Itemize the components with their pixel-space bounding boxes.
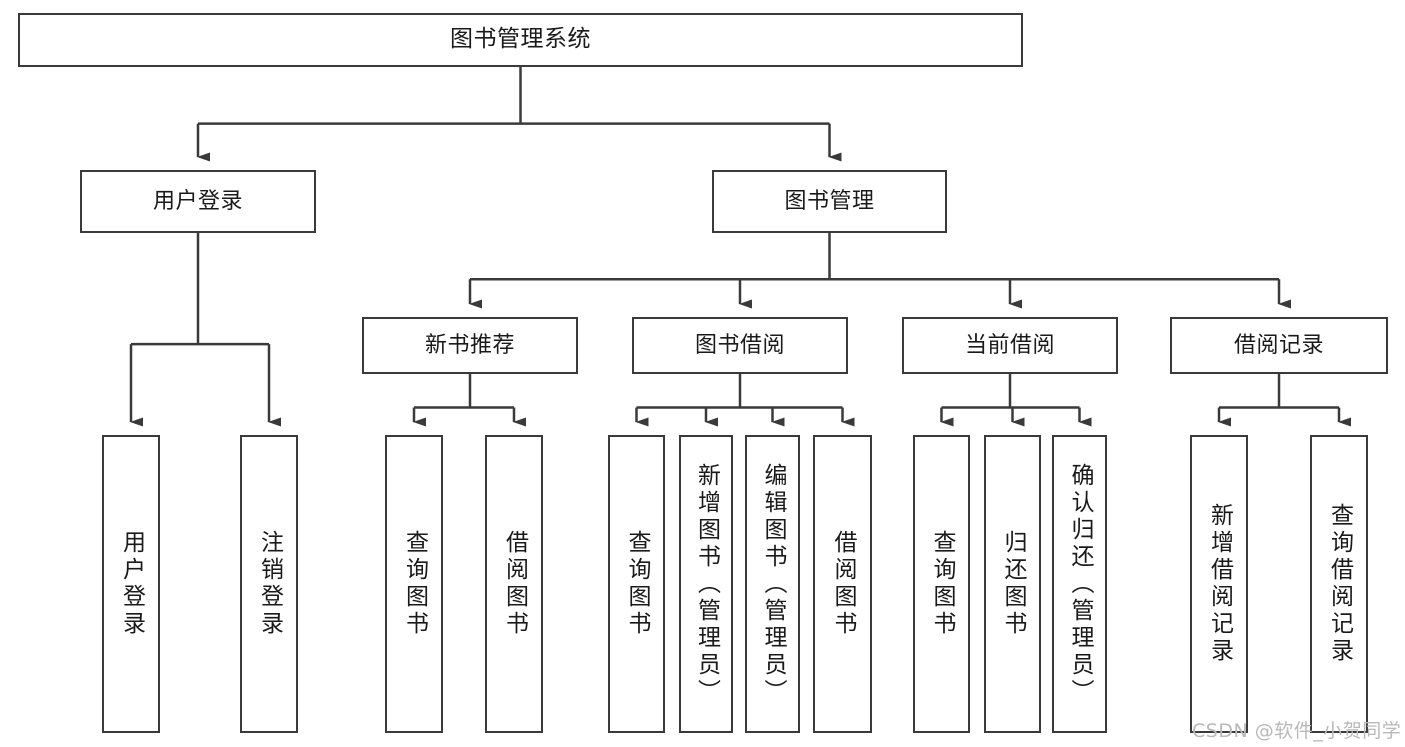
node-root-system[interactable]: 图书管理系统 [18,13,1023,67]
node-label: 归还图书 [1000,530,1026,638]
leaf-borrow-book-recommend[interactable]: 借阅图书 [485,435,543,733]
node-label: 图书管理 [784,188,875,214]
node-label: 新增图书（管理员） [693,462,720,706]
leaf-user-login[interactable]: 用户登录 [102,435,160,733]
leaf-query-book-borrow[interactable]: 查询图书 [608,435,665,733]
leaf-edit-book-admin[interactable]: 编辑图书（管理员） [745,435,800,733]
node-label: 借阅图书 [501,530,528,638]
leaf-query-book-recommend[interactable]: 查询图书 [385,435,443,733]
node-label: 确认归还（管理员） [1067,462,1093,706]
node-label: 查询借阅记录 [1326,503,1353,665]
node-label: 新书推荐 [424,332,515,358]
csdn-watermark: CSDN @软件_小贺同学 [1192,720,1402,742]
node-label: 借阅记录 [1233,332,1324,358]
node-book-borrow[interactable]: 图书借阅 [632,317,848,374]
leaf-logout[interactable]: 注销登录 [240,435,298,733]
node-current-borrow[interactable]: 当前借阅 [902,317,1118,374]
node-label: 新增借阅记录 [1206,503,1233,665]
leaf-borrow-book[interactable]: 借阅图书 [813,435,872,733]
leaf-return-book[interactable]: 归还图书 [984,435,1041,733]
leaf-query-borrow-record[interactable]: 查询借阅记录 [1310,435,1368,733]
node-borrow-record[interactable]: 借阅记录 [1170,317,1388,374]
node-label: 用户登录 [152,188,243,214]
leaf-confirm-return-admin[interactable]: 确认归还（管理员） [1052,435,1107,733]
node-label: 图书借阅 [694,332,785,358]
node-label: 图书管理系统 [450,26,591,53]
leaf-add-borrow-record[interactable]: 新增借阅记录 [1190,435,1248,733]
leaf-query-book-current[interactable]: 查询图书 [913,435,970,733]
node-user-login[interactable]: 用户登录 [80,170,316,233]
leaf-add-book-admin[interactable]: 新增图书（管理员） [679,435,733,733]
node-label: 编辑图书（管理员） [760,462,786,706]
node-label: 借阅图书 [830,530,856,638]
node-label: 注销登录 [256,530,283,638]
node-label: 查询图书 [624,530,650,638]
node-book-manage[interactable]: 图书管理 [712,170,947,233]
node-new-book-recommend[interactable]: 新书推荐 [362,317,578,374]
node-label: 查询图书 [929,530,955,638]
node-label: 用户登录 [118,530,145,638]
node-label: 当前借阅 [964,332,1055,358]
node-label: 查询图书 [401,530,428,638]
